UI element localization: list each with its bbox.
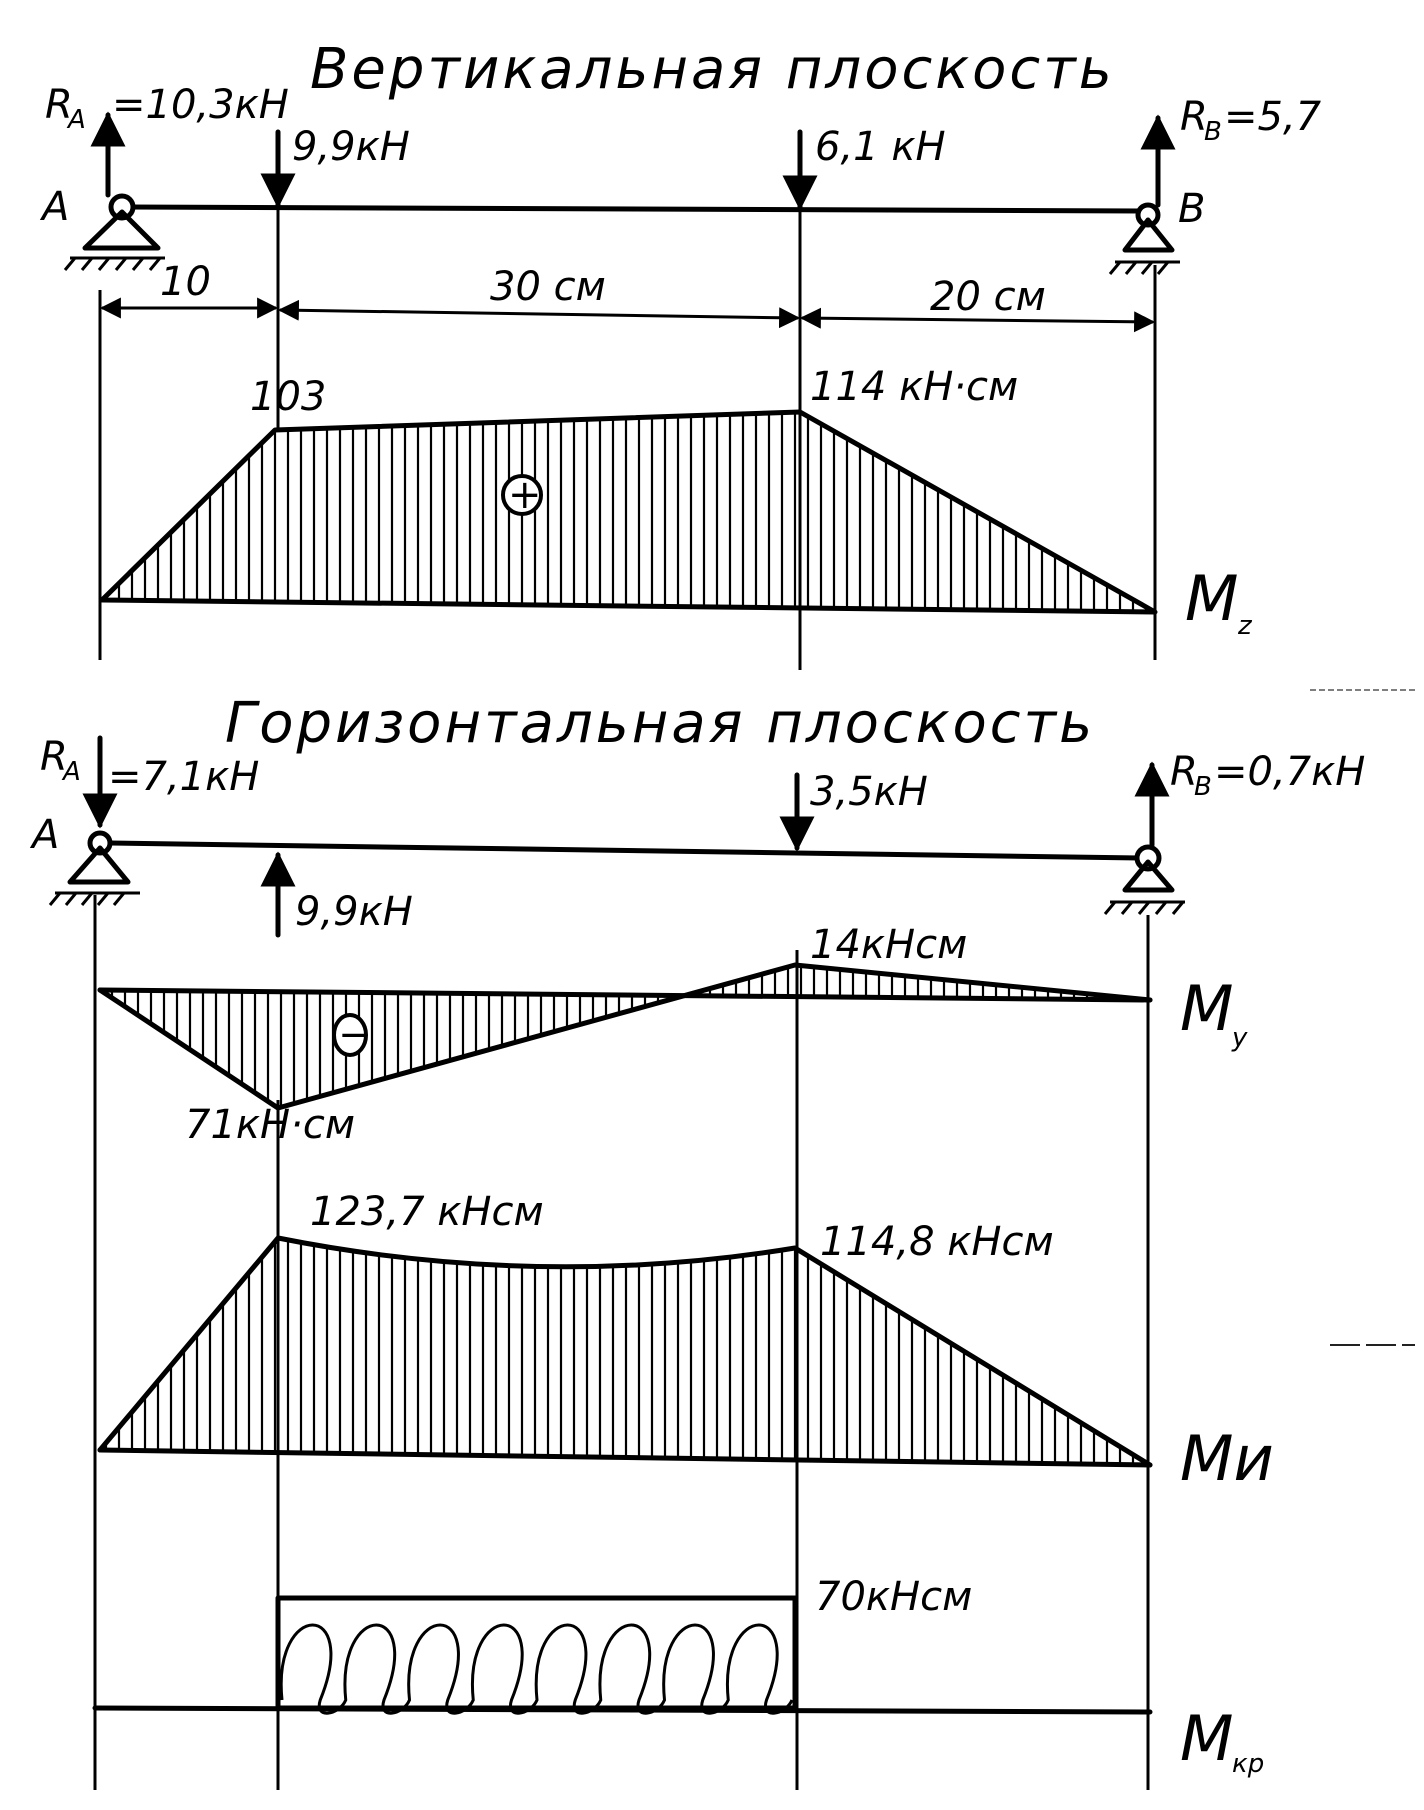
h-reaction-a-symbol: R bbox=[40, 734, 68, 780]
support-b-triangle bbox=[1122, 217, 1175, 253]
support-a-triangle bbox=[82, 209, 161, 251]
mz-subscript: z bbox=[1237, 611, 1253, 641]
pin-a bbox=[108, 193, 136, 221]
dim2-line bbox=[277, 299, 801, 329]
h-support-a-ground bbox=[48, 891, 140, 906]
my-value-14: 14кНсм bbox=[810, 922, 967, 968]
h-reaction-a-value: =7,1кН bbox=[108, 754, 259, 800]
my-subscript: y bbox=[1231, 1023, 1248, 1053]
h-reaction-b-value: =0,7кН bbox=[1214, 749, 1365, 795]
dim3-line bbox=[799, 307, 1156, 333]
reaction-b-value: =5,7 bbox=[1224, 94, 1322, 140]
my-value-71: 71кН·см bbox=[185, 1102, 355, 1148]
my-baseline bbox=[97, 987, 1153, 1003]
load2-value: 6,1 кН bbox=[815, 124, 946, 170]
mz-sign-circle bbox=[501, 474, 543, 516]
dim1-value: 10 bbox=[160, 259, 211, 305]
reaction-a-symbol: R bbox=[45, 82, 73, 128]
h-reaction-b-symbol: R bbox=[1170, 749, 1198, 795]
point-b-label: B bbox=[1178, 186, 1205, 232]
h-load1-value: 9,9кН bbox=[295, 889, 413, 935]
beam-vertical bbox=[125, 204, 1143, 214]
h-load2-value: 3,5кН bbox=[810, 769, 928, 815]
h-support-b-ground bbox=[1103, 900, 1185, 915]
h-point-a-label: A bbox=[29, 812, 59, 858]
support-a-ground bbox=[63, 256, 165, 271]
mkr-spiral bbox=[279, 1623, 794, 1715]
beam-horizontal bbox=[107, 840, 1143, 861]
horizontal-plane-title: Горизонтальная плоскость bbox=[225, 691, 1095, 756]
my-label: M bbox=[1180, 972, 1234, 1045]
mi-label: Mи bbox=[1180, 1422, 1274, 1495]
mi-hatching bbox=[104, 1239, 1135, 1465]
h-support-a-triangle bbox=[67, 845, 131, 885]
reaction-a-subscript: A bbox=[66, 105, 86, 135]
mz-hatching bbox=[104, 412, 1148, 612]
load1-value: 9,9кН bbox=[292, 124, 410, 170]
support-b-ground bbox=[1108, 260, 1180, 275]
mz-label: M bbox=[1185, 562, 1239, 635]
my-diagram-outline bbox=[97, 962, 1153, 1111]
my-hatching bbox=[110, 965, 1141, 1108]
pin-b bbox=[1135, 202, 1161, 228]
mkr-rectangle bbox=[275, 1595, 798, 1711]
mi-diagram-outline bbox=[97, 1235, 1153, 1468]
mi-value-2: 114,8 кНсм bbox=[820, 1219, 1054, 1265]
reaction-b-subscript: B bbox=[1204, 117, 1222, 147]
dim2-value: 30 см bbox=[490, 264, 606, 310]
my-sign: − bbox=[338, 1012, 372, 1058]
mkr-label: M bbox=[1180, 1702, 1234, 1775]
my-sign-circle bbox=[332, 1013, 368, 1057]
mi-baseline bbox=[97, 1447, 1153, 1468]
mkr-subscript: кр bbox=[1232, 1749, 1264, 1779]
h-support-b-triangle bbox=[1122, 859, 1175, 893]
h-reaction-a-subscript: A bbox=[61, 757, 81, 787]
h-reaction-b-subscript: B bbox=[1194, 772, 1212, 802]
reaction-b-symbol: R bbox=[1180, 94, 1208, 140]
reaction-a-value: =10,3кН bbox=[112, 82, 289, 128]
h-pin-a bbox=[87, 830, 113, 856]
mkr-value: 70кНсм bbox=[815, 1574, 972, 1620]
vertical-plane-title: Вертикальная плоскость bbox=[310, 37, 1115, 102]
point-a-label: A bbox=[39, 184, 69, 230]
mz-sign: + bbox=[508, 472, 542, 518]
h-pin-b bbox=[1134, 844, 1162, 872]
mz-diagram-outline bbox=[99, 409, 1158, 615]
mz-value-114: 114 кН·см bbox=[810, 364, 1018, 410]
mi-value-1: 123,7 кНсм bbox=[310, 1189, 544, 1235]
dim3-value: 20 см bbox=[930, 274, 1046, 320]
mz-value-103: 103 bbox=[250, 374, 326, 420]
